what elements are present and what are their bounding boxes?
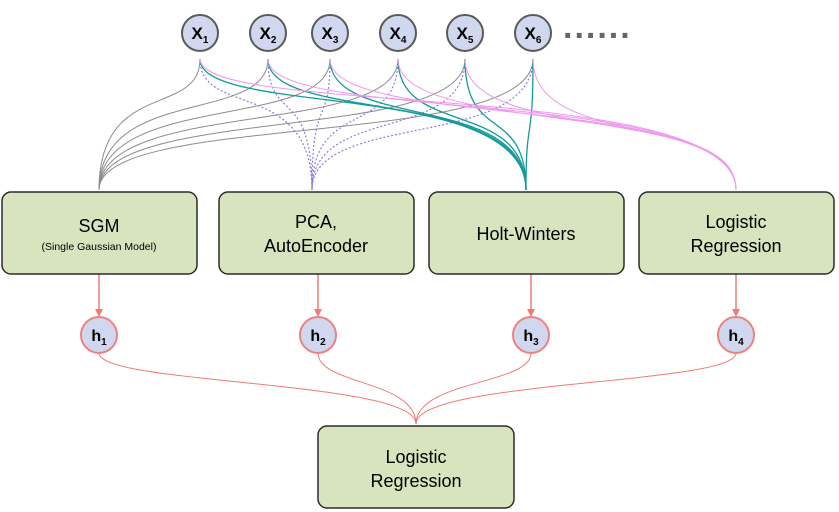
svg-text:X3: X3 [322,24,339,46]
edge-x2-to-holt-winters [267,58,527,191]
input-node-label: X [525,24,537,43]
svg-text:h2: h2 [310,328,326,348]
output-box-logistic-regression: Logistic Regression [317,425,515,509]
hidden-node-subscript: 2 [320,337,326,348]
input-node-x3: X3 [311,14,349,52]
hidden-node-h4: h4 [717,316,755,354]
svg-text:X4: X4 [390,24,407,46]
edge-h4-to-output [415,352,737,425]
hidden-node-label: h [310,328,320,345]
edge-x3-to-pca [311,58,331,191]
model-box-sgm: SGM (Single Gaussian Model) [1,191,198,275]
hidden-nodes: h1 h2 h3 h4 [80,316,755,354]
edge-x6-to-holt-winters [525,58,534,191]
input-node-subscript: 5 [468,35,474,46]
model-box-label-line-1: PCA, [295,212,337,232]
model-boxes: SGM (Single Gaussian Model) PCA, AutoEnc… [1,191,835,275]
hidden-node-subscript: 1 [101,337,107,348]
edge-x2-to-logistic [267,58,737,191]
more-inputs-ellipsis: ...... [563,8,632,46]
output-box-label-line-2: Regression [370,471,461,491]
edge-x2-to-sgm [98,58,269,191]
hidden-node-subscript: 4 [738,337,744,348]
input-node-x6: X6 [514,14,552,52]
edge-x6-to-pca [311,58,534,191]
edge-x4-to-holt-winters [397,58,527,191]
input-node-label: X [260,24,272,43]
input-nodes: X1 X2 X3 X4 X5 [181,14,552,52]
edge-x3-to-sgm [98,58,331,191]
input-to-model-edges [98,58,737,191]
hidden-node-label: h [728,328,738,345]
input-node-x5: X5 [446,14,484,52]
svg-text:h4: h4 [728,328,744,348]
input-node-subscript: 4 [401,35,407,46]
input-node-label: X [192,24,204,43]
input-node-label: X [457,24,469,43]
input-node-subscript: 3 [333,35,339,46]
model-to-hidden-arrows [95,274,740,317]
svg-text:X2: X2 [260,24,277,46]
hidden-node-label: h [523,328,533,345]
edge-x3-to-holt-winters [329,58,527,191]
hidden-node-subscript: 3 [533,337,539,348]
input-node-x4: X4 [379,14,417,52]
model-box-holt-winters: Holt-Winters [428,191,625,275]
edge-x4-to-logistic [397,58,737,191]
svg-text:X5: X5 [457,24,474,46]
edge-x4-to-pca [311,58,399,191]
svg-text:h3: h3 [523,328,539,348]
model-box-sublabel: (Single Gaussian Model) [42,241,157,253]
input-node-subscript: 6 [536,35,542,46]
svg-text:X1: X1 [192,24,209,46]
svg-text:X6: X6 [525,24,542,46]
edge-x5-to-sgm [98,58,466,191]
edge-x5-to-holt-winters [464,58,527,191]
hidden-to-output-edges [98,352,737,425]
hidden-node-h3: h3 [512,316,550,354]
input-node-subscript: 1 [203,35,209,46]
edge-x1-to-pca [199,58,313,191]
edge-h1-to-output [98,352,417,425]
svg-text:h1: h1 [91,328,107,348]
model-box-label: Holt-Winters [476,224,575,244]
input-node-label: X [322,24,334,43]
edge-h3-to-output [415,352,532,425]
hidden-node-h1: h1 [80,316,118,354]
output-box-label-line-1: Logistic [385,447,446,467]
edge-x1-to-holt-winters [199,58,527,191]
model-box-logistic-regression: Logistic Regression [638,191,835,275]
edge-x5-to-pca [311,58,466,191]
edge-x2-to-pca [267,58,313,191]
model-box-label-line-2: Regression [690,236,781,256]
edge-x1-to-sgm [98,58,201,191]
model-box-label: SGM [78,216,119,236]
hidden-node-h2: h2 [299,316,337,354]
edge-x5-to-logistic [464,58,737,191]
hidden-node-label: h [91,328,101,345]
input-node-x1: X1 [181,14,219,52]
edge-x6-to-sgm [98,58,534,191]
input-node-x2: X2 [249,14,287,52]
input-node-label: X [390,24,402,43]
edge-x4-to-sgm [98,58,399,191]
input-node-subscript: 2 [271,35,277,46]
model-box-label-line-2: AutoEncoder [264,236,368,256]
edge-h2-to-output [317,352,417,425]
model-box-pca-autoencoder: PCA, AutoEncoder [218,191,415,275]
edge-x6-to-logistic [532,58,737,191]
model-box-label-line-1: Logistic [705,212,766,232]
